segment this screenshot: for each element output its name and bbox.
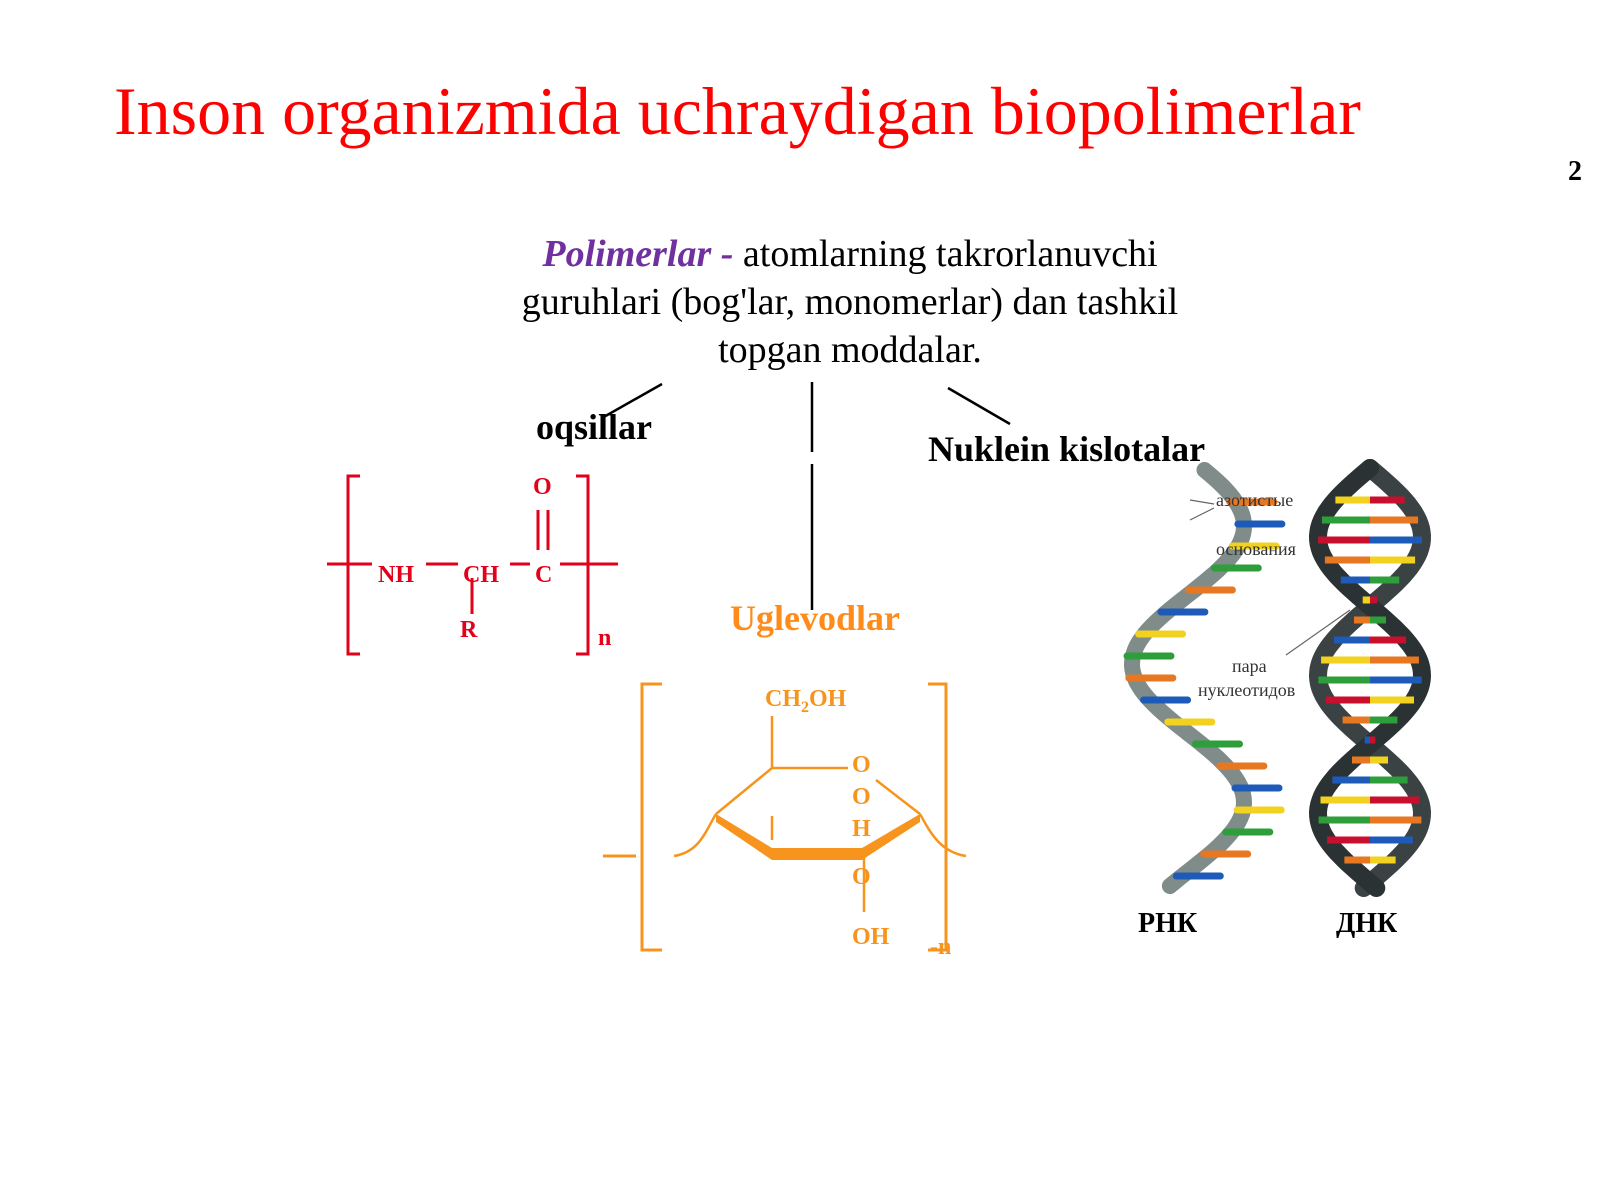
- label-nucleic-acids: Nuklein kislotalar: [928, 429, 1206, 469]
- protein-ch: CH: [463, 562, 499, 588]
- anno-pair-line2: нуклеотидов: [1198, 680, 1295, 700]
- label-proteins: oqsillar: [536, 407, 653, 447]
- polymer-definition: Polimerlar - atomlarning takrorlanuvchi …: [470, 230, 1230, 374]
- carb-o3: O: [852, 864, 871, 890]
- carb-n: -n: [930, 934, 951, 960]
- connector-proteins: [601, 382, 663, 420]
- slide-title: Inson organizmida uchraydigan biopolimer…: [114, 73, 1361, 149]
- protein-nh: NH: [378, 562, 414, 588]
- dna-helix: [1308, 459, 1432, 897]
- anno-bases-line2: основания: [1216, 539, 1296, 559]
- page-number: 2: [1568, 156, 1582, 187]
- definition-text: atomlarning takrorlanuvchi guruhlari (bo…: [521, 233, 1179, 371]
- protein-r: R: [460, 617, 478, 643]
- protein-n: n: [598, 625, 611, 651]
- label-carbohydrates: Uglevodlar: [730, 598, 900, 638]
- carb-o2: O: [852, 784, 871, 810]
- rna-helix: [1123, 462, 1286, 894]
- protein-o: O: [533, 474, 552, 500]
- rna-label: РНК: [1138, 908, 1198, 939]
- carb-oh: OH: [852, 924, 890, 950]
- anno-pair-line1: пара: [1232, 656, 1267, 676]
- definition-term: Polimerlar -: [542, 233, 734, 275]
- carb-ch2oh: CH2OH: [765, 686, 847, 716]
- carb-o1: O: [852, 752, 871, 778]
- anno-bases-line1: азотистые: [1216, 490, 1293, 510]
- connector-nucleic: [947, 386, 1011, 426]
- carb-h: H: [852, 816, 871, 842]
- protein-c: C: [535, 562, 552, 588]
- dna-label: ДНК: [1336, 908, 1398, 939]
